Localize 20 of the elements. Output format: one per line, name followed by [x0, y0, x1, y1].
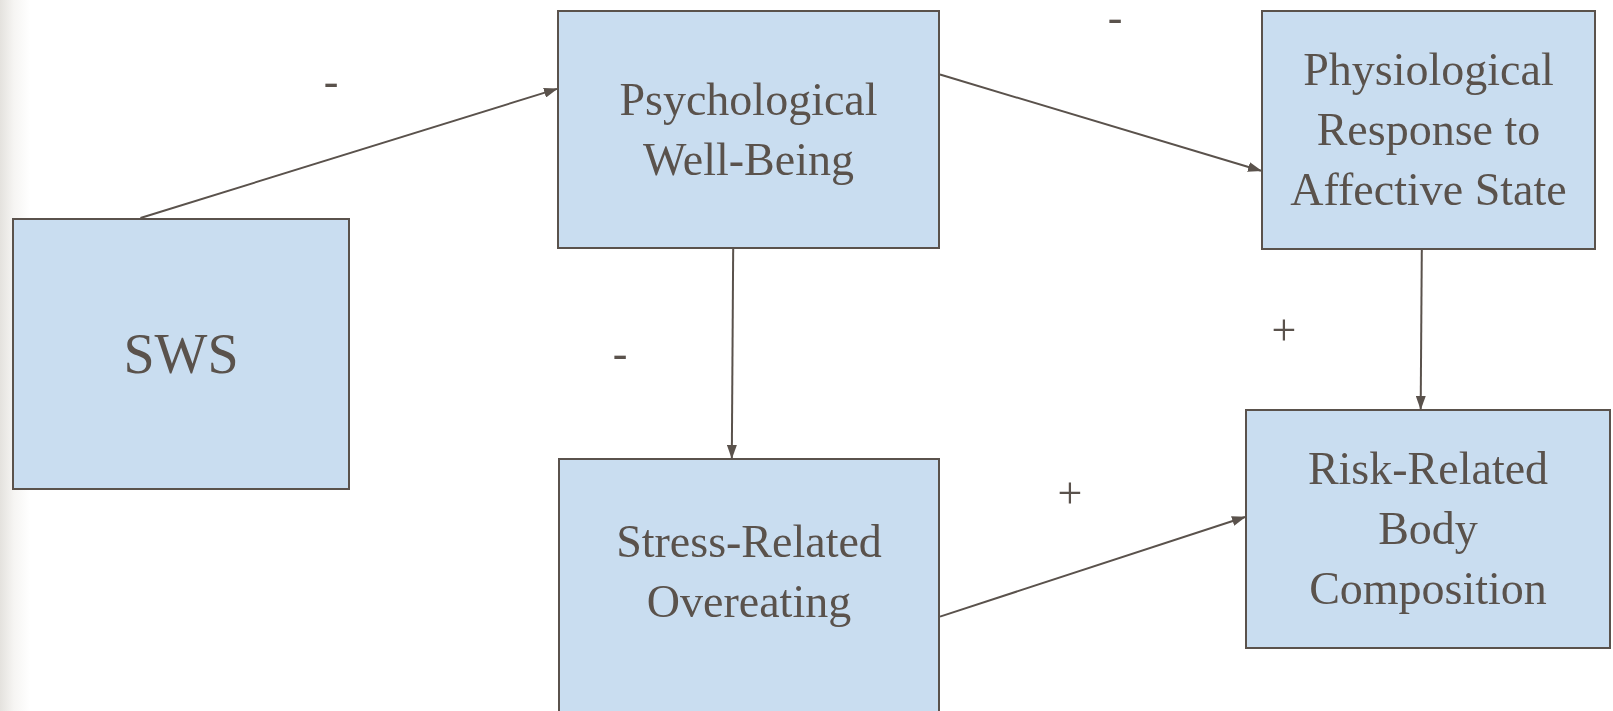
process-box	[1261, 10, 1596, 250]
process-box	[558, 458, 940, 711]
box-label: Psychological Well-Being	[618, 72, 879, 187]
box-label: Physiological Response to Affective State	[1289, 43, 1568, 217]
arrow	[939, 516, 1246, 618]
box-label: SWS	[123, 321, 239, 387]
arrow	[939, 73, 1262, 172]
process-box	[557, 10, 940, 249]
edge-label: -	[611, 332, 629, 376]
edge-label: +	[1270, 309, 1298, 353]
edge-label: +	[1056, 472, 1084, 516]
box-label: Risk-Related Body Composition	[1306, 442, 1550, 616]
edge-label: -	[322, 60, 340, 104]
edge-label: -	[1106, 0, 1124, 40]
arrow	[1415, 249, 1426, 410]
process-box	[12, 218, 350, 490]
process-box	[1245, 409, 1611, 649]
box-label: Stress-Related Overeating	[615, 515, 883, 629]
arrow	[139, 87, 558, 219]
arrow	[726, 248, 737, 459]
